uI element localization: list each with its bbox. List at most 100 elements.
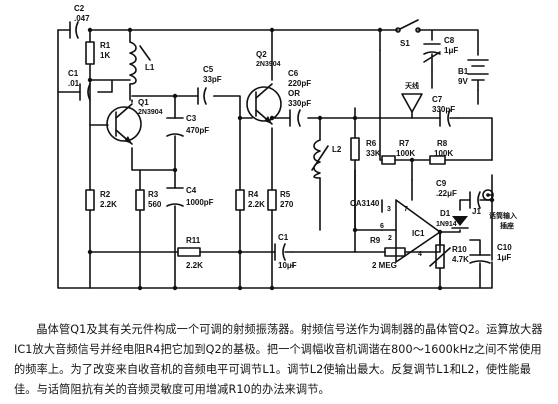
j1-ref: J1 (472, 207, 481, 216)
r4-value: 2.2K (248, 200, 265, 209)
c9-ref: C9 (436, 179, 447, 188)
r5-value: 270 (280, 200, 294, 209)
c5-ref: C5 (203, 65, 214, 74)
c9-capacitor-symbol (469, 191, 481, 209)
r4-resistor-symbol (235, 189, 245, 211)
c2-capacitor-symbol (69, 21, 79, 39)
c10-ref: C10 (497, 243, 512, 252)
r7-value: 100K (396, 149, 415, 158)
r8-ref: R8 (437, 139, 448, 148)
r2-value: 2.2K (100, 200, 117, 209)
r5-ref: R5 (280, 190, 291, 199)
c7-value: 330pF (432, 105, 455, 114)
ic1-part: CA3140 (350, 199, 380, 208)
c10-value: 1μF (497, 253, 511, 262)
r6-value: 33K (366, 149, 381, 158)
j1-jack-symbol (482, 189, 494, 201)
c10-capacitor-symbol (469, 254, 491, 276)
r9-ref: R9 (370, 236, 381, 245)
r1-resistor-symbol (85, 41, 95, 65)
c1-10uf-value: 10μF (278, 261, 297, 270)
d1-diode-symbol (451, 216, 469, 229)
c6-value: 220pF (288, 79, 311, 88)
r6-resistor-symbol (350, 137, 360, 161)
c1-capacitor-symbol (79, 83, 91, 101)
ic1-pin4: 4 (418, 251, 422, 258)
j1-label-line2: 插座 (500, 221, 514, 230)
c1-10uf-ref: C1 (278, 233, 289, 242)
b1-battery-symbol (467, 59, 489, 91)
c1-ref: C1 (68, 69, 79, 78)
c5-capacitor-symbol (197, 87, 215, 105)
l2-ref: L2 (332, 145, 342, 154)
c8-capacitor-symbol (423, 43, 441, 71)
c6-capacitor-symbol (289, 109, 301, 127)
ic1-pin2: 2 (388, 235, 392, 242)
ic1-ref: IC1 (412, 229, 425, 238)
c4-ref: C4 (186, 186, 197, 195)
r3-resistor-symbol (135, 189, 145, 211)
junction-dots (87, 27, 495, 291)
ic1-pin7: 7 (404, 206, 408, 213)
q2-part: 2N3904 (256, 61, 281, 68)
c8-ref: C8 (444, 36, 455, 45)
circuit-schematic: + C2 .047 R1 1K L1 C1 .01 Q1 2N3904 C3 4… (57, 4, 517, 291)
b1-value: 9V (458, 77, 468, 86)
q1-transistor-symbol (106, 103, 142, 145)
c8-value: 1μF (444, 46, 458, 55)
c6-value-alt: 330pF (288, 99, 311, 108)
r2-ref: R2 (100, 190, 111, 199)
r11-value: 2.2K (186, 261, 203, 270)
r7-resistor-symbol (381, 155, 396, 165)
r11-resistor-symbol (177, 247, 201, 257)
ic1-pin3: 3 (387, 206, 391, 213)
q2-ref: Q2 (256, 50, 267, 59)
d1-ref: D1 (440, 209, 451, 218)
c3-capacitor-symbol (166, 117, 184, 137)
q1-part: 2N3904 (138, 109, 163, 116)
c4-value: 1000pF (186, 198, 214, 207)
svg-text:+: + (291, 261, 296, 270)
c1-value: .01 (68, 79, 80, 88)
l1-ref: L1 (145, 63, 155, 72)
l1-inductor-symbol (129, 41, 151, 85)
r1-ref: R1 (100, 41, 111, 50)
c6-ref: C6 (288, 69, 299, 78)
r5-resistor-symbol (267, 189, 277, 211)
r1-value: 1K (100, 51, 110, 60)
j1-label-line1: 话筒输入 (489, 211, 517, 220)
c1-10uf-capacitor-symbol: + (274, 243, 296, 270)
antenna-label: 天线 (405, 81, 419, 90)
c7-capacitor-symbol (439, 109, 459, 127)
r8-value: 100K (434, 149, 453, 158)
c5-value: 33pF (203, 75, 222, 84)
r7-ref: R7 (399, 139, 410, 148)
r10-value: 4.7K (452, 255, 469, 264)
antenna-symbol (401, 93, 423, 113)
circuit-description: 晶体管Q1及其有关元件构成一个可调的射频振荡器。射频信号送作为调制器的晶体管Q2… (14, 323, 543, 396)
s1-switch-symbol (395, 19, 421, 33)
r10-ref: R10 (452, 245, 467, 254)
r2-resistor-symbol (85, 189, 95, 211)
c9-value: .22μF (436, 189, 457, 198)
r10-resistor-symbol (429, 244, 451, 269)
r9-value: 2 MEG (372, 261, 397, 270)
l2-inductor-symbol (311, 139, 329, 179)
b1-ref: B1 (458, 67, 469, 76)
c2-value: .047 (74, 14, 90, 23)
c3-value: 470pF (186, 126, 209, 135)
d1-part: 1N914 (436, 221, 457, 228)
r9-resistor-symbol (384, 247, 406, 257)
component-labels: C2 .047 R1 1K L1 C1 .01 Q1 2N3904 C3 470… (68, 4, 517, 270)
r4-ref: R4 (248, 190, 259, 199)
c4-capacitor-symbol (166, 187, 184, 207)
r11-ref: R11 (186, 236, 201, 245)
ic1-opamp-symbol (395, 199, 441, 263)
c3-ref: C3 (186, 114, 197, 123)
r3-ref: R3 (148, 190, 159, 199)
s1-ref: S1 (400, 39, 410, 48)
c2-ref: C2 (74, 4, 85, 13)
c6-value-or: OR (288, 89, 300, 98)
r8-resistor-symbol (429, 155, 446, 165)
q2-transistor-symbol (246, 83, 282, 125)
